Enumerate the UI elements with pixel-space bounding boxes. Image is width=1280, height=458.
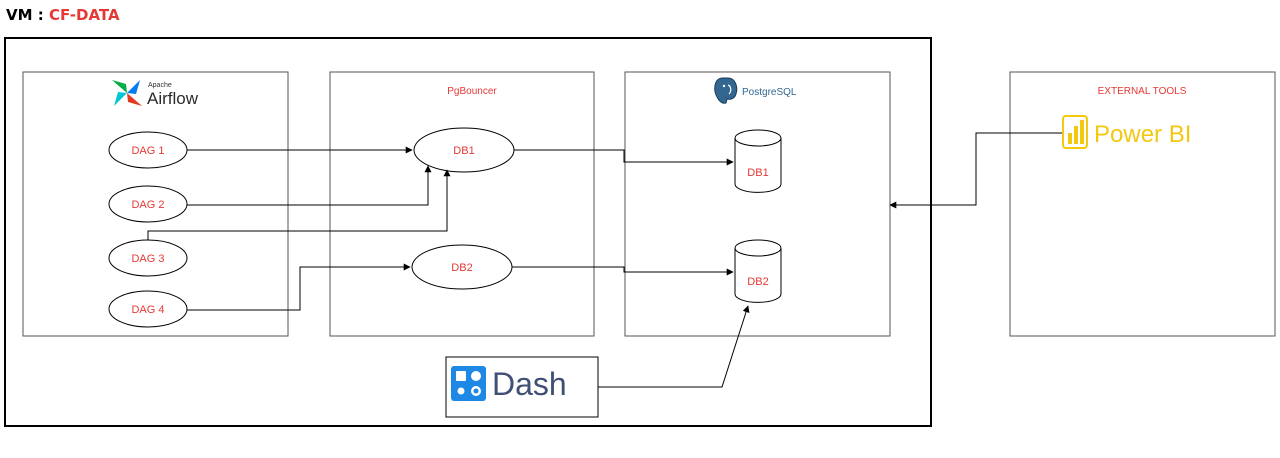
vm-title: VM : CF-DATA (6, 6, 120, 24)
pool-node: DB2 (411, 244, 513, 290)
airflow-panel (22, 71, 289, 337)
edge-pool2-db2 (512, 266, 734, 276)
edge-dag2-db1 (187, 165, 432, 206)
edge-dag3-db1 (147, 169, 451, 240)
pgbouncer-title: PgBouncer (447, 86, 497, 97)
powerbi-label: Power BI (1094, 121, 1191, 148)
database-label: DB1 (747, 167, 768, 179)
airflow-logo-small: Apache (148, 82, 172, 89)
postgres-logo-text: PostgreSQL (742, 87, 797, 98)
database-cylinder: DB2 (734, 239, 782, 303)
edge-pool1-db1 (514, 149, 734, 166)
database-cylinder: DB1 (734, 129, 782, 193)
edge-dag4-db2 (187, 263, 411, 311)
external-tools-panel (1009, 71, 1276, 337)
external-tools-title: EXTERNAL TOOLS (1098, 86, 1187, 97)
dag-node: DAG 1 (108, 131, 188, 169)
pgbouncer-panel (329, 71, 595, 337)
dag-label: DAG 1 (131, 145, 164, 157)
vm-frame (4, 37, 932, 427)
edge-dash-db2 (598, 305, 750, 388)
pool-node: DB1 (413, 127, 515, 173)
dag-node: DAG 3 (108, 239, 188, 277)
dag-label: DAG 3 (131, 253, 164, 265)
postgres-elephant-icon (714, 77, 738, 104)
airflow-logo-icon (112, 80, 142, 106)
dag-node: DAG 2 (108, 185, 188, 223)
dag-label: DAG 2 (131, 199, 164, 211)
dash-logo-icon (451, 366, 486, 401)
pool-label: DB1 (453, 145, 474, 157)
powerbi-icon (1062, 115, 1088, 149)
dag-label: DAG 4 (131, 304, 164, 316)
edge-powerbi-postgres (889, 132, 1062, 209)
pool-label: DB2 (451, 262, 472, 274)
dag-node: DAG 4 (108, 290, 188, 328)
database-label: DB2 (747, 276, 768, 288)
dash-label: Dash (492, 366, 567, 402)
airflow-logo-text: Airflow (147, 89, 199, 108)
